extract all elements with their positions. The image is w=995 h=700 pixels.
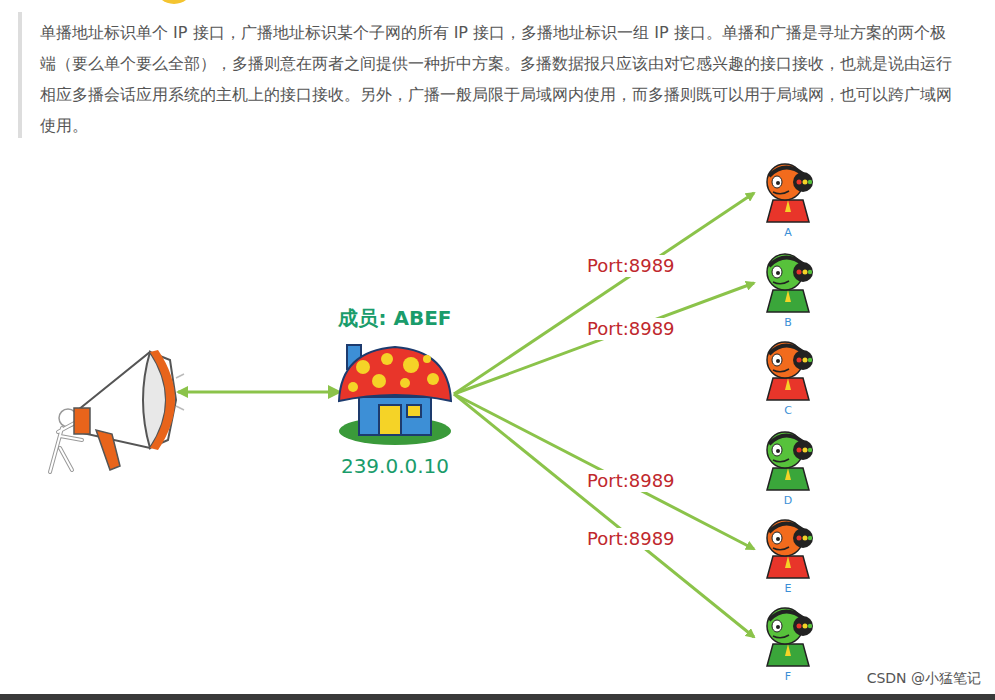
listener-name: A [752,226,824,240]
watermark: CSDN @小猛笔记 [867,670,981,688]
listener-name: F [752,670,824,684]
listener-node: B [752,250,824,330]
connector-arrow [454,394,754,549]
connector-arrow [454,193,754,394]
megaphone-figure [50,350,188,472]
emoji-partial [162,0,186,4]
connector-arrow [454,283,754,394]
connector-arrow [454,394,754,637]
listener-node: A [752,160,824,240]
broadcast-arrow [178,391,332,394]
quote-bar [18,12,22,138]
listener-figure [755,160,821,226]
port-label: Port:8989 [585,255,677,277]
group-address: 239.0.0.10 [330,453,460,479]
group-members-label: 成员: ABEF [330,305,460,331]
listener-node: E [752,516,824,596]
house-icon [335,339,455,449]
intro-paragraph: 单播地址标识单个 IP 接口，广播地址标识某个子网的所有 IP 接口，多播地址标… [40,17,952,141]
listener-name: C [752,404,824,418]
port-label: Port:8989 [585,528,677,550]
listener-figure [755,338,821,404]
multicast-group-node: 成员: ABEF 239.0.0.10 [330,305,460,479]
port-label: Port:8989 [585,318,677,340]
listener-node: F [752,604,824,684]
listener-node: C [752,338,824,418]
listener-figure [755,516,821,582]
bottom-bar [0,694,995,700]
listener-figure [755,250,821,316]
port-label: Port:8989 [585,470,677,492]
listener-figure [755,428,821,494]
arrow-head [176,386,188,398]
listener-name: D [752,494,824,508]
listener-name: E [752,582,824,596]
listener-node: D [752,428,824,508]
listener-name: B [752,316,824,330]
listener-figure [755,604,821,670]
